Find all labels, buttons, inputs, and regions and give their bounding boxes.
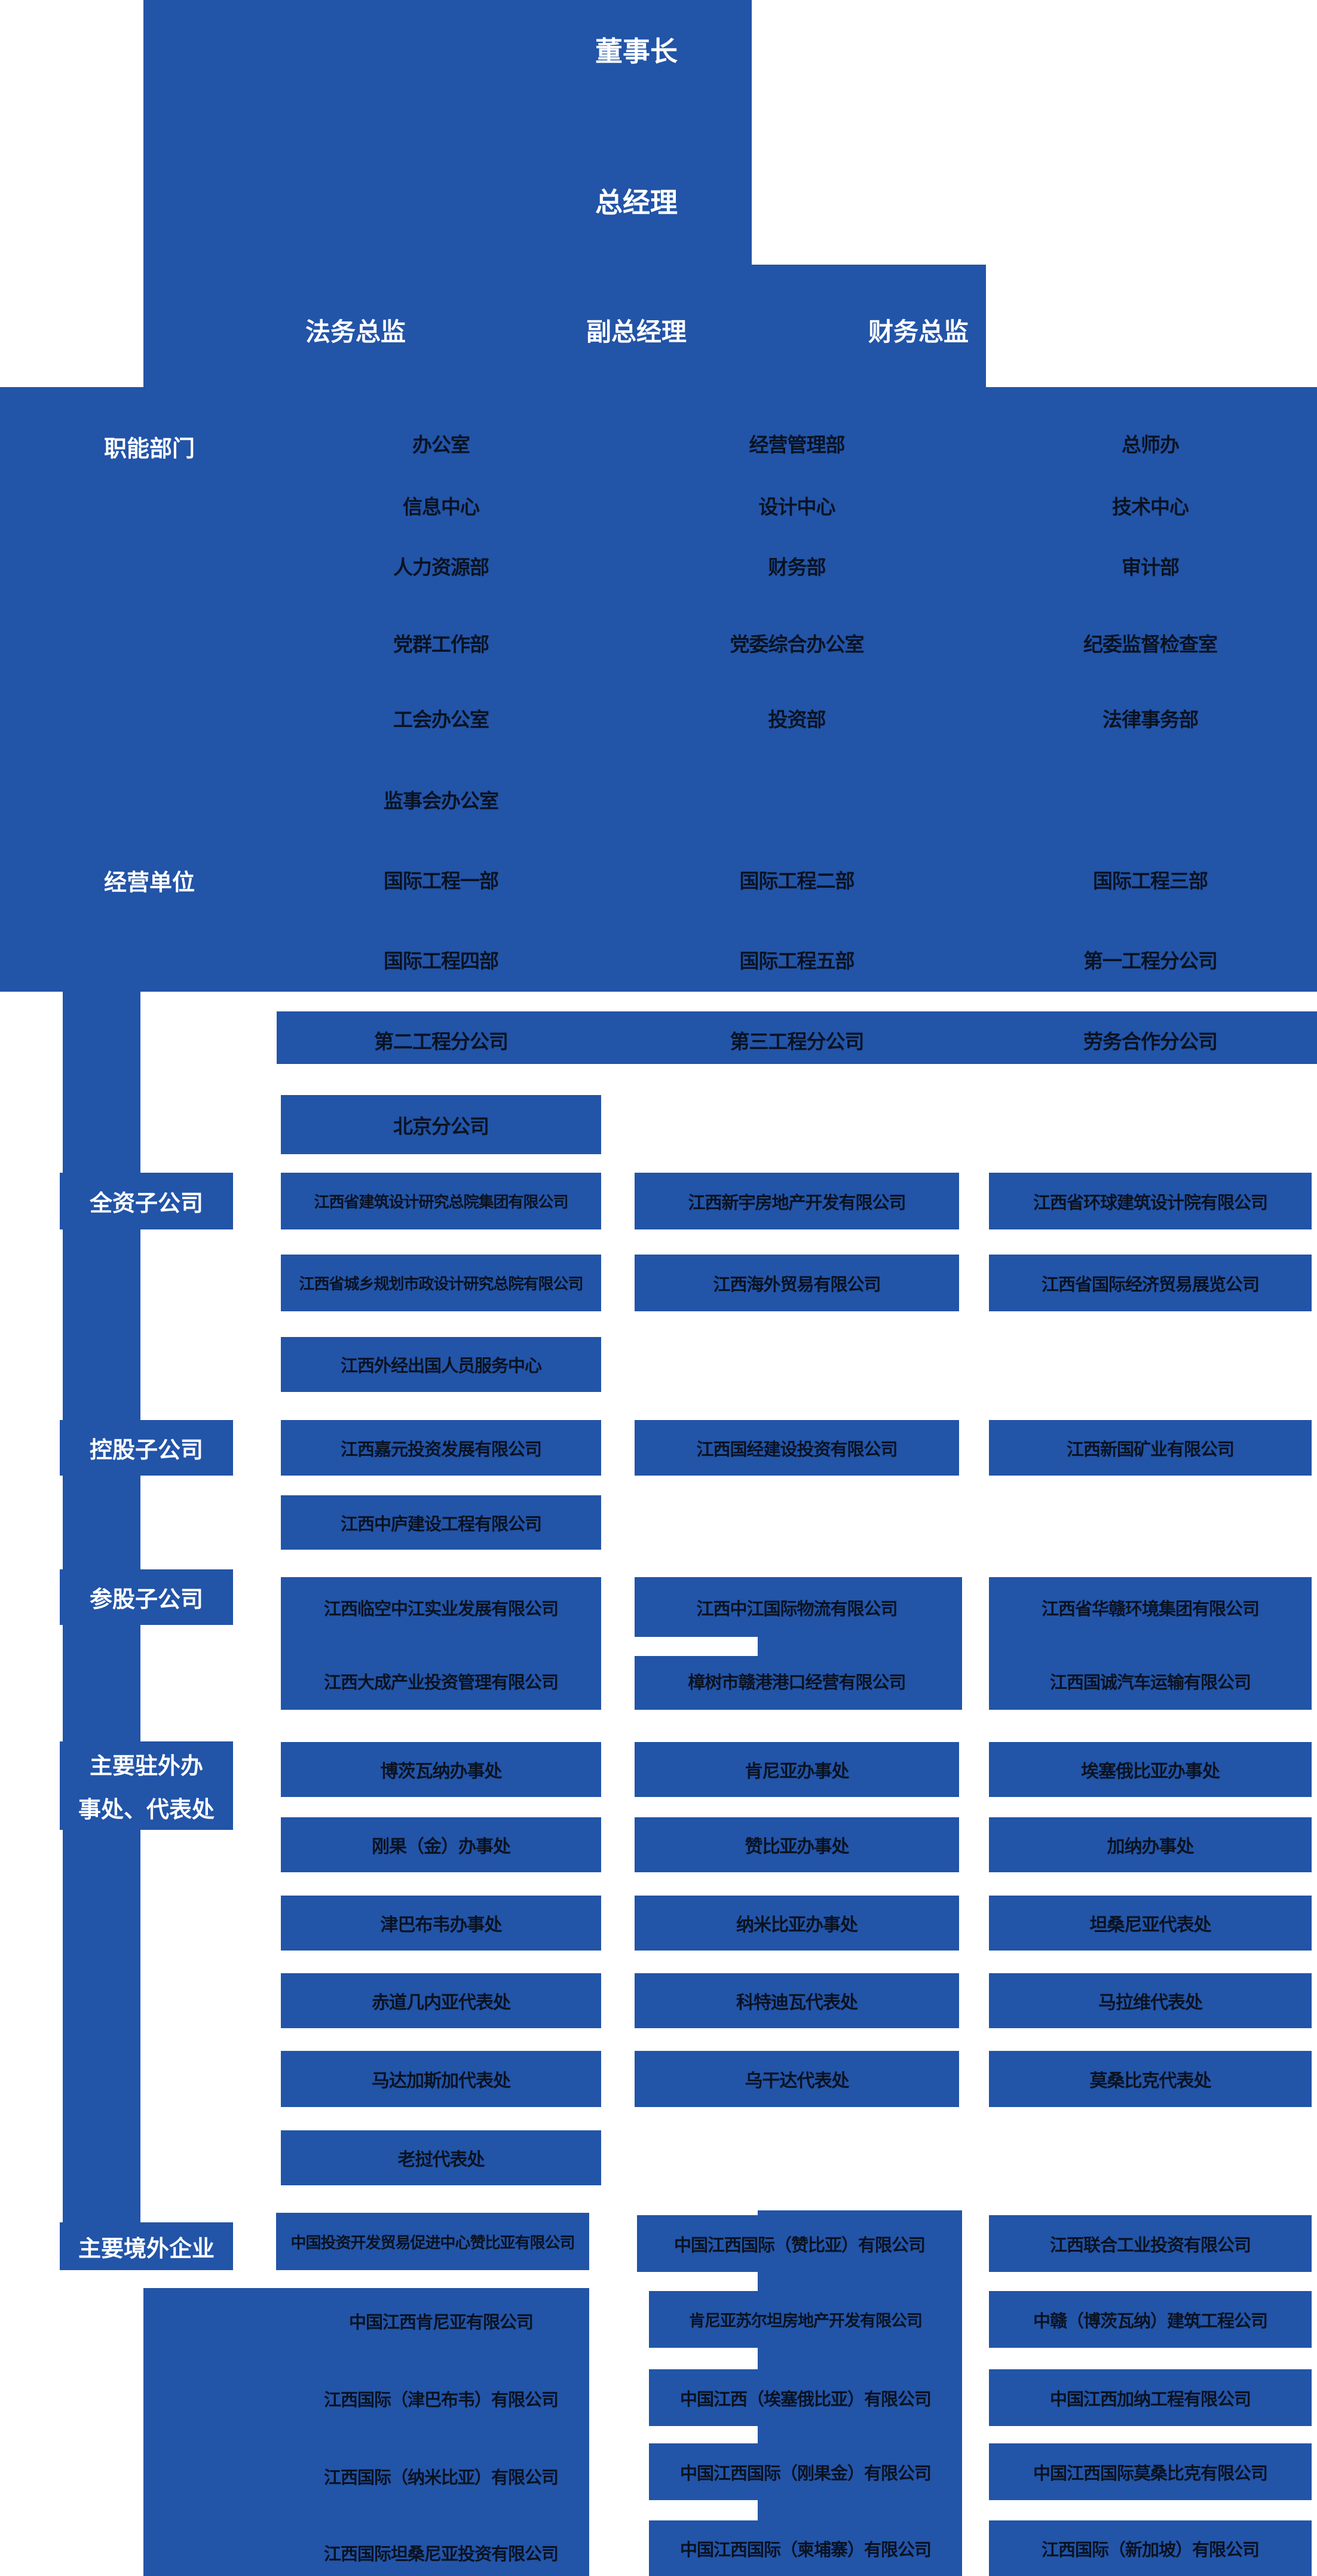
panel-top-leadership <box>143 0 752 268</box>
box-china-invest-dev-trade-zambia: 中国投资开发贸易促进中心赞比亚有限公司 <box>276 2213 589 2270</box>
deputy-gm-title: 副总经理 <box>586 318 687 346</box>
box-jx-urban-planning-institute: 江西省城乡规划市政设计研究总院有限公司 <box>281 1255 601 1311</box>
box-jx-xinyu-real-estate: 江西新宇房地产开发有限公司 <box>635 1173 959 1229</box>
dept-design-center: 设计中心 <box>758 496 836 518</box>
box-kenya-sultan-real-estate: 肯尼亚苏尔坦房地产开发有限公司 <box>649 2291 962 2348</box>
general-manager-title: 总经理 <box>595 187 678 218</box>
box-jx-united-industry-investment: 江西联合工业投资有限公司 <box>989 2215 1312 2272</box>
box-china-jx-ghana-engineering: 中国江西加纳工程有限公司 <box>989 2369 1312 2426</box>
box-jx-guojing-construction-investment: 江西国经建设投资有限公司 <box>635 1420 959 1476</box>
unit-intl-engineering-2: 国际工程二部 <box>739 870 855 892</box>
box-zhangshu-ganggang-port: 樟树市赣港港口经营有限公司 <box>688 1673 906 1692</box>
box-jx-dacheng-industry-investment: 江西大成产业投资管理有限公司 <box>323 1673 559 1692</box>
box-jx-zhonglu-construction: 江西中庐建设工程有限公司 <box>281 1495 601 1550</box>
dept-labor-union-office: 工会办公室 <box>393 709 489 731</box>
box-jx-intl-zimbabwe: 江西国际（津巴布韦）有限公司 <box>323 2391 559 2410</box>
dept-technology-center: 技术中心 <box>1112 496 1189 518</box>
legal-director-title: 法务总监 <box>305 318 406 346</box>
band-branch-row <box>277 1011 1317 1064</box>
label-wholly-owned: 全资子公司 <box>60 1173 233 1229</box>
box-office-ghana: 加纳办事处 <box>989 1817 1312 1872</box>
unit-labor-cooperation-branch: 劳务合作分公司 <box>1083 1031 1218 1053</box>
box-jx-overseas-personnel-service: 江西外经出国人员服务中心 <box>281 1337 601 1392</box>
dept-general-office: 办公室 <box>412 434 470 456</box>
box-jx-global-architectural-design: 江西省环球建筑设计院有限公司 <box>989 1173 1312 1229</box>
box-jx-intl-tanzania-investment: 江西国际坦桑尼亚投资有限公司 <box>323 2545 559 2564</box>
box-china-jx-intl-zambia: 中国江西国际（赞比亚）有限公司 <box>637 2215 962 2272</box>
box-zhonggan-botswana-construction: 中赣（博茨瓦纳）建筑工程公司 <box>989 2291 1312 2348</box>
box-office-namibia: 纳米比亚办事处 <box>635 1896 959 1951</box>
unit-intl-engineering-1: 国际工程一部 <box>384 870 499 892</box>
label-minority: 参股子公司 <box>60 1569 233 1625</box>
unit-engineering-branch-2: 第二工程分公司 <box>374 1031 509 1053</box>
box-office-madagascar: 马达加斯加代表处 <box>281 2051 601 2107</box>
panel-departments <box>0 387 1317 992</box>
box-minority-col1 <box>281 1577 601 1710</box>
label-overseas-offices: 主要驻外办 事处、代表处 <box>60 1741 233 1830</box>
box-china-jx-intl-congo: 中国江西国际（刚果金）有限公司 <box>649 2443 962 2500</box>
box-jx-architectural-design-institute: 江西省建筑设计研究总院集团有限公司 <box>281 1173 601 1229</box>
box-office-cote-divoire: 科特迪瓦代表处 <box>635 1973 959 2028</box>
box-office-zambia: 赞比亚办事处 <box>635 1817 959 1872</box>
business-units-label: 经营单位 <box>103 870 195 896</box>
box-office-uganda: 乌干达代表处 <box>635 2051 959 2107</box>
dept-finance: 财务部 <box>768 556 826 578</box>
minority-col2-gap <box>635 1637 758 1656</box>
box-jx-guocheng-auto-transport: 江西国诚汽车运输有限公司 <box>1049 1673 1251 1692</box>
panel-directors <box>143 265 986 390</box>
box-china-jx-intl-cambodia: 中国江西国际（柬埔寨）有限公司 <box>649 2520 962 2576</box>
box-china-jx-intl-mozambique: 中国江西国际莫桑比克有限公司 <box>989 2443 1312 2500</box>
box-jx-intl-trade-exhibition: 江西省国际经济贸易展览公司 <box>989 1255 1312 1311</box>
box-jx-linkong-zhongjiang-industry: 江西临空中江实业发展有限公司 <box>323 1600 559 1619</box>
dept-legal-affairs: 法律事务部 <box>1102 709 1199 731</box>
functional-depts-label: 职能部门 <box>103 437 195 462</box>
box-beijing-branch: 北京分公司 <box>281 1095 601 1154</box>
dept-operations-management: 经营管理部 <box>749 434 846 456</box>
box-office-malawi: 马拉维代表处 <box>989 1973 1312 2028</box>
unit-engineering-branch-3: 第三工程分公司 <box>730 1031 865 1053</box>
label-overseas-enterprises: 主要境外企业 <box>60 2222 233 2270</box>
unit-engineering-branch-1: 第一工程分公司 <box>1083 950 1218 972</box>
box-office-mozambique: 莫桑比克代表处 <box>989 2051 1312 2107</box>
box-office-kenya: 肯尼亚办事处 <box>635 1742 959 1797</box>
box-jx-zhongjiang-intl-logistics: 江西中江国际物流有限公司 <box>696 1600 898 1619</box>
unit-intl-engineering-3: 国际工程三部 <box>1093 870 1208 892</box>
dept-investment: 投资部 <box>768 709 826 731</box>
unit-intl-engineering-4: 国际工程四部 <box>384 950 499 972</box>
box-china-jx-kenya: 中国江西肯尼亚有限公司 <box>348 2313 534 2332</box>
dept-information-center: 信息中心 <box>403 496 480 518</box>
box-jx-huagan-environment-group: 江西省华赣环境集团有限公司 <box>1041 1600 1260 1619</box>
box-minority-col3 <box>989 1577 1312 1710</box>
overseas-col1-slab <box>143 2288 589 2576</box>
box-office-laos: 老挝代表处 <box>281 2130 601 2185</box>
finance-director-title: 财务总监 <box>868 318 969 346</box>
label-holding: 控股子公司 <box>60 1420 233 1476</box>
dept-human-resources: 人力资源部 <box>393 556 489 578</box>
dept-discipline-inspection: 纪委监督检查室 <box>1083 633 1218 655</box>
box-jx-xinguo-mining: 江西新国矿业有限公司 <box>989 1420 1312 1476</box>
dept-party-mass-work: 党群工作部 <box>393 633 489 655</box>
dept-chief-engineer-office: 总师办 <box>1122 434 1180 456</box>
box-jx-jiayuan-investment: 江西嘉元投资发展有限公司 <box>281 1420 601 1476</box>
dept-audit: 审计部 <box>1122 556 1180 578</box>
box-office-equatorial-guinea: 赤道几内亚代表处 <box>281 1973 601 2028</box>
box-jx-intl-namibia: 江西国际（纳米比亚）有限公司 <box>323 2468 559 2488</box>
box-jx-overseas-trade: 江西海外贸易有限公司 <box>635 1255 959 1311</box>
dept-party-committee-office: 党委综合办公室 <box>730 633 865 655</box>
box-office-botswana: 博茨瓦纳办事处 <box>281 1742 601 1797</box>
box-office-congo-drc: 刚果（金）办事处 <box>281 1817 601 1872</box>
box-jx-intl-singapore: 江西国际（新加坡）有限公司 <box>989 2520 1312 2576</box>
dept-supervisory-board-office: 监事会办公室 <box>384 790 499 812</box>
box-office-zimbabwe: 津巴布韦办事处 <box>281 1896 601 1951</box>
unit-intl-engineering-5: 国际工程五部 <box>739 950 855 972</box>
box-china-jx-ethiopia: 中国江西（埃塞俄比亚）有限公司 <box>649 2369 962 2426</box>
chairman-title: 董事长 <box>595 36 678 67</box>
box-office-tanzania: 坦桑尼亚代表处 <box>989 1896 1312 1951</box>
box-office-ethiopia: 埃塞俄比亚办事处 <box>989 1742 1312 1797</box>
